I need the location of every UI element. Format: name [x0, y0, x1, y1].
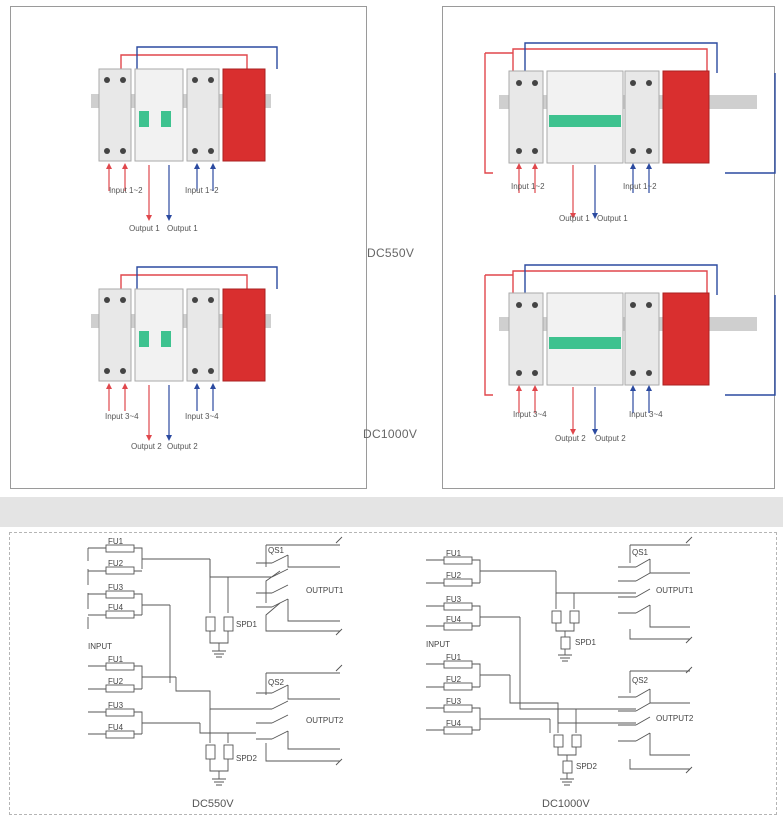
fu1-label-a: FU1 [108, 537, 124, 546]
fu2-label-a: FU2 [108, 559, 124, 568]
output-2-label-d: Output 2 [595, 434, 626, 443]
spd1-label-b: SPD1 [575, 638, 596, 647]
input-3-4-label-a: Input 3~4 [105, 412, 139, 421]
qs2-label-a: QS2 [268, 678, 285, 687]
fu1-label-c: FU1 [446, 549, 462, 558]
dc1000v-combiner-drawing: Input 1~2 Input 1~2 Output 1 Output 1 [484, 42, 776, 443]
fu4-label-b: FU4 [108, 723, 124, 732]
combiner-assembly-2 [91, 266, 278, 441]
input-1-2-label-d: Input 1~2 [623, 182, 657, 191]
output1-label-b: OUTPUT1 [656, 586, 694, 595]
spd1-label-a: SPD1 [236, 620, 257, 629]
input-label-b: INPUT [426, 640, 450, 649]
combiner-assembly-1 [91, 46, 278, 221]
output-1-label-b: Output 1 [167, 224, 198, 233]
dc1000v-combiner-panel: Input 1~2 Input 1~2 Output 1 Output 1 [442, 6, 776, 489]
input-1-2-label-a: Input 1~2 [109, 186, 143, 195]
input-3-4-label-b: Input 3~4 [185, 412, 219, 421]
fu4-label-d: FU4 [446, 719, 462, 728]
output2-label-a: OUTPUT2 [306, 716, 344, 725]
section-divider-band [0, 497, 783, 527]
wiring-schematic: FU1 FU2 FU3 FU4 INPUT FU1 FU2 FU3 FU4 QS… [87, 536, 694, 810]
fu2-label-d: FU2 [446, 675, 462, 684]
spd2-label-a: SPD2 [236, 754, 257, 763]
output-2-label-c: Output 2 [555, 434, 586, 443]
output-1-label-d: Output 1 [597, 214, 628, 223]
qs2-label-b: QS2 [632, 676, 649, 685]
combiner-assembly-3 [484, 42, 776, 219]
dc1000v-label: DC1000V [363, 427, 418, 441]
fu1-label-b: FU1 [108, 655, 124, 664]
output-1-label-c: Output 1 [559, 214, 590, 223]
fu4-label-c: FU4 [446, 615, 462, 624]
fu2-label-c: FU2 [446, 571, 462, 580]
output-2-label: Output 2 [131, 442, 162, 451]
input-3-4-label-c: Input 3~4 [513, 410, 547, 419]
wiring-schematic-box: FU1 FU2 FU3 FU4 INPUT FU1 FU2 FU3 FU4 QS… [9, 532, 777, 815]
output1-label-a: OUTPUT1 [306, 586, 344, 595]
fu3-label-d: FU3 [446, 697, 462, 706]
combiner-assembly-4 [484, 264, 776, 435]
fu4-label-a: FU4 [108, 603, 124, 612]
fu3-label-b: FU3 [108, 701, 124, 710]
spd2-label-b: SPD2 [576, 762, 597, 771]
fu3-label-a: FU3 [108, 583, 124, 592]
input-1-2-label-b: Input 1~2 [185, 186, 219, 195]
schematic-dc1000v-caption: DC1000V [542, 798, 590, 810]
fu3-label-c: FU3 [446, 595, 462, 604]
dc550v-label: DC550V [367, 246, 415, 260]
output-1-label: Output 1 [129, 224, 160, 233]
schematic-dc1000v [426, 536, 693, 786]
qs1-label-b: QS1 [632, 548, 649, 557]
dc550v-combiner-panel: Input 1~2 Input 1~2 Output 1 Output 1 [10, 6, 367, 489]
dc550v-combiner-drawing: Input 1~2 Input 1~2 Output 1 Output 1 [91, 46, 278, 451]
input-1-2-label-c: Input 1~2 [511, 182, 545, 191]
schematic-dc550v-caption: DC550V [192, 798, 234, 810]
fu2-label-b: FU2 [108, 677, 124, 686]
output-2-label-b: Output 2 [167, 442, 198, 451]
output2-label-b: OUTPUT2 [656, 714, 694, 723]
fu1-label-d: FU1 [446, 653, 462, 662]
input-3-4-label-d: Input 3~4 [629, 410, 663, 419]
qs1-label-a: QS1 [268, 546, 285, 555]
input-label-a: INPUT [88, 642, 112, 651]
schematic-dc550v [87, 536, 343, 786]
